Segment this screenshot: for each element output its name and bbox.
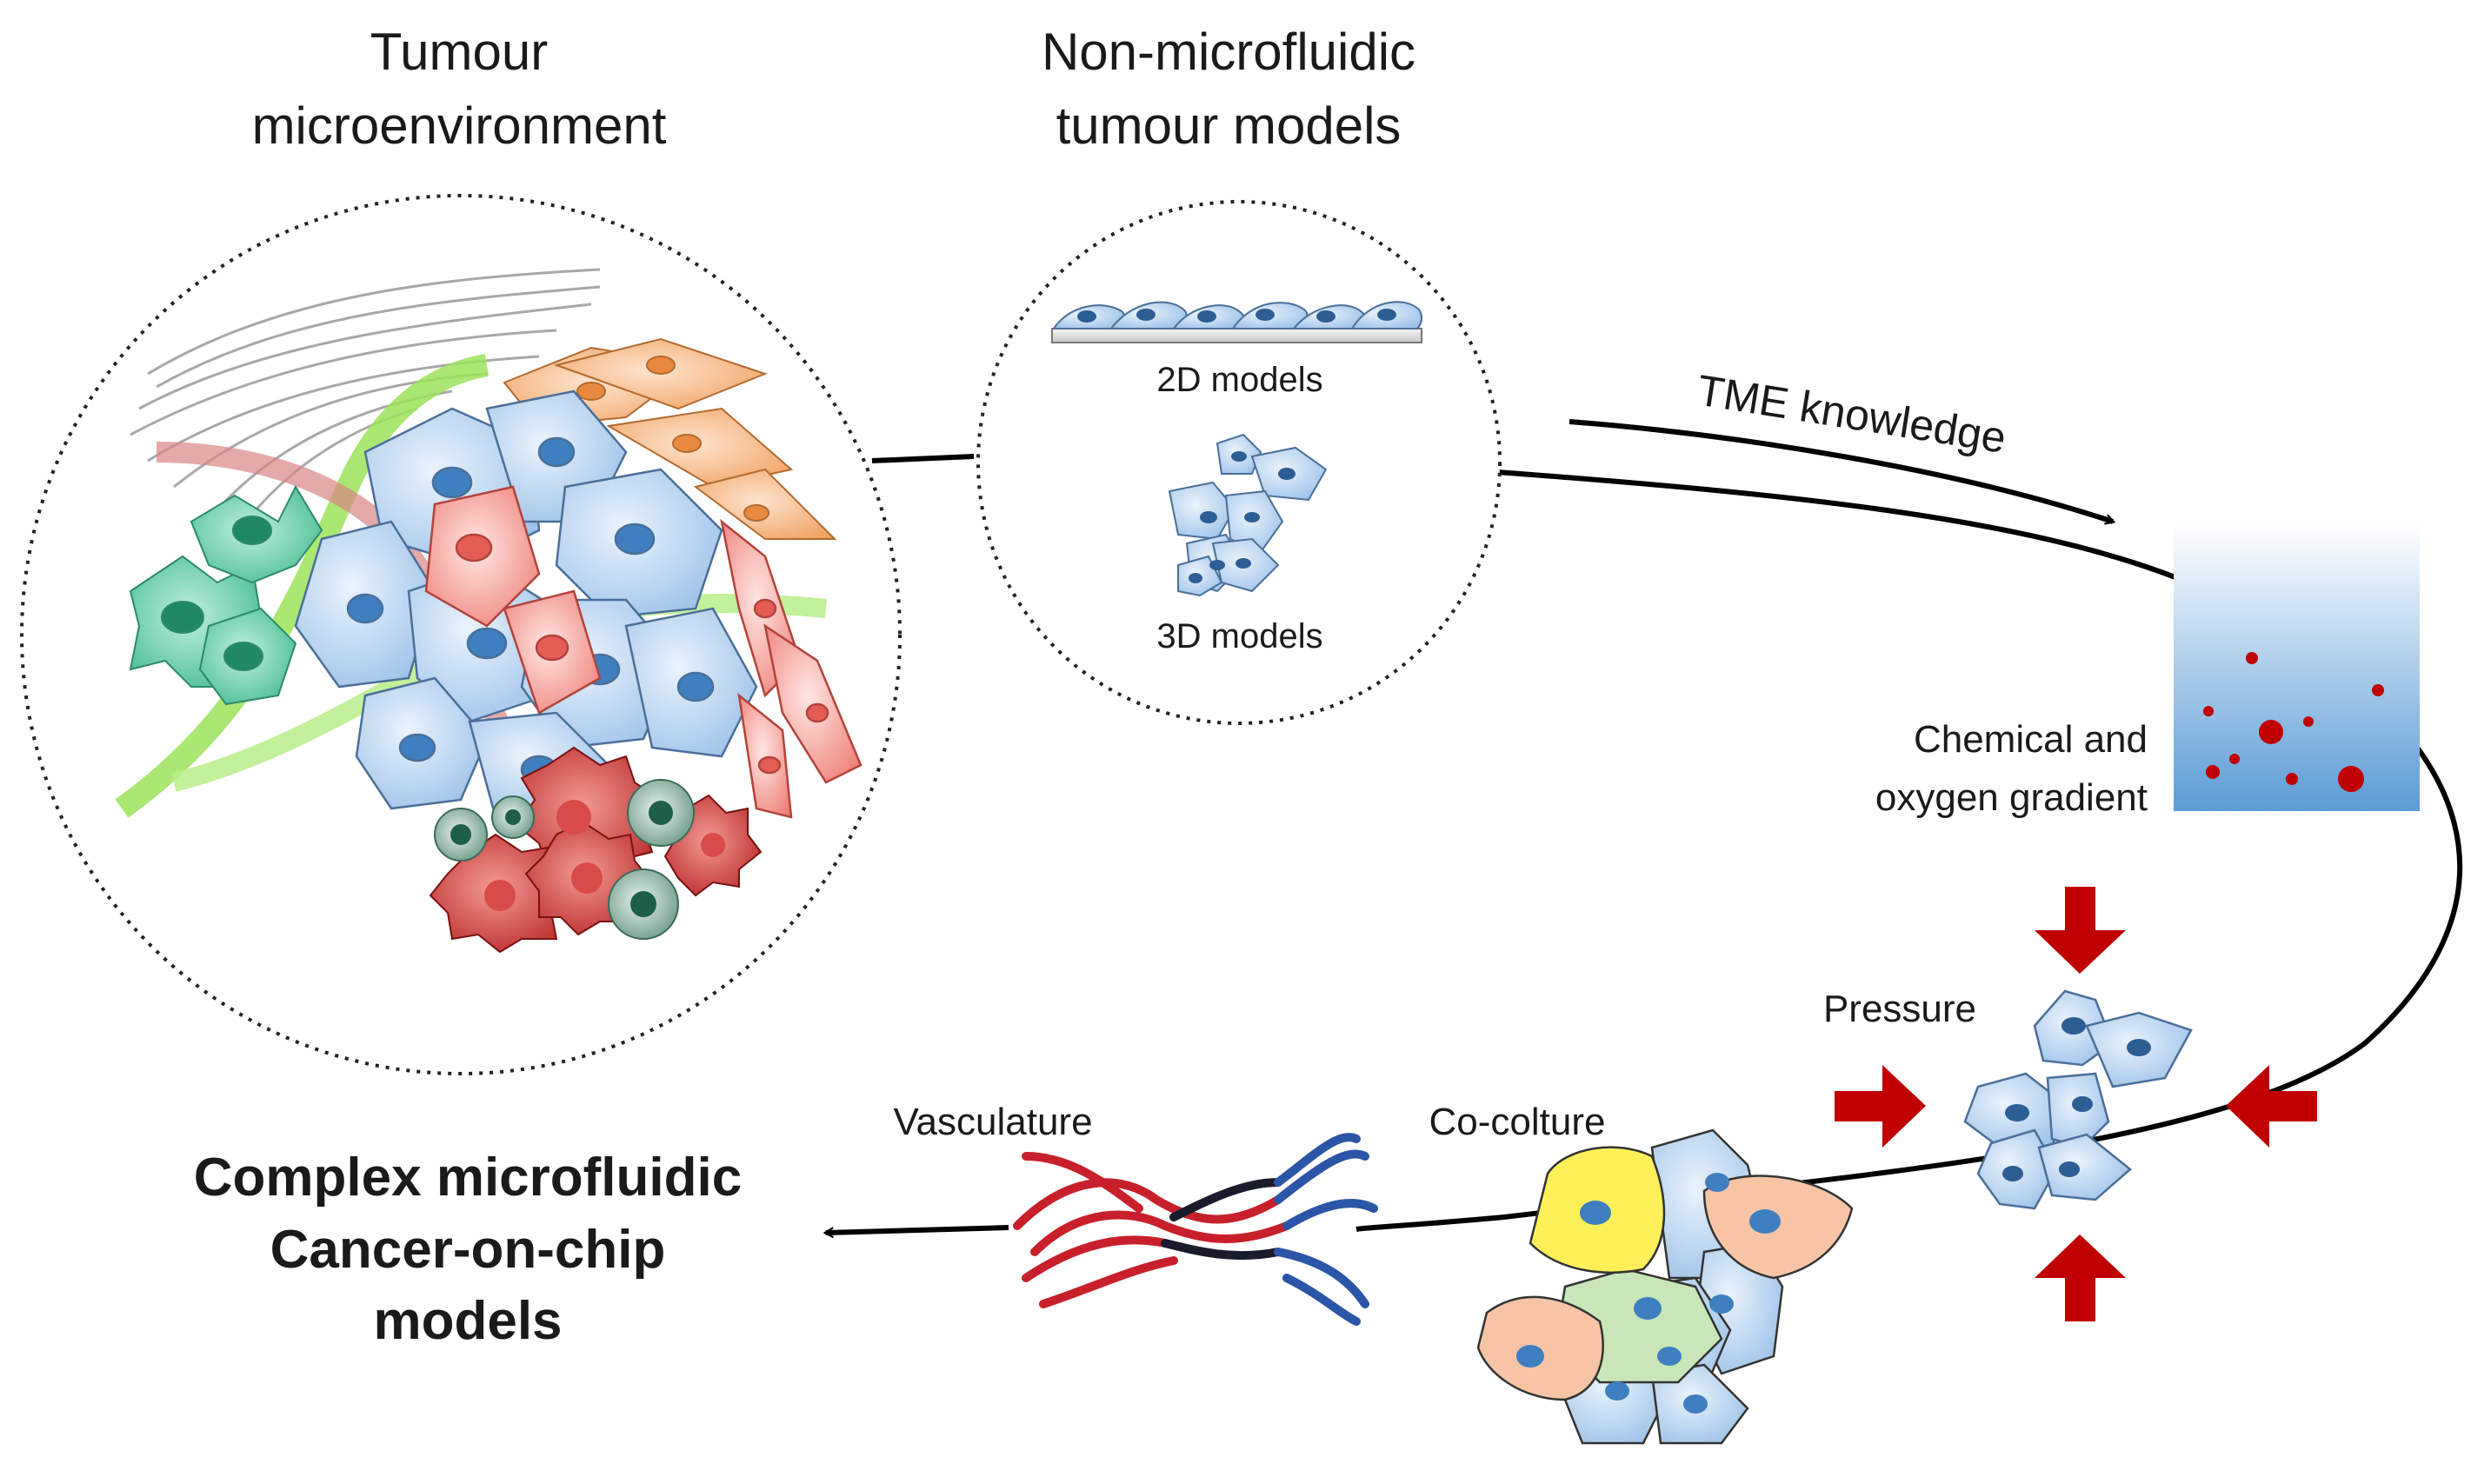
label-3d-models: 3D models — [1156, 617, 1322, 655]
tme-title-line2: microenvironment — [252, 96, 667, 155]
substrate-2d — [1051, 328, 1422, 343]
tme-illustration — [20, 194, 902, 1075]
connector-line-tme-to-models — [871, 454, 975, 463]
immune-cells — [429, 746, 763, 954]
cancer-cells — [424, 485, 863, 819]
label-gradient-line1: Chemical and — [1914, 718, 2148, 761]
nonmicro-title-line2: tumour models — [1056, 96, 1402, 155]
gradient-box — [2174, 524, 2420, 811]
green-stromal-cells — [129, 484, 323, 706]
pressure-cluster — [1835, 887, 2317, 1321]
label-vasculature: Vasculature — [893, 1101, 1092, 1143]
label-tme-knowledge: TME knowledge — [1694, 366, 2009, 463]
fibroblast-cells — [503, 337, 837, 540]
nuclei-2d — [1077, 309, 1396, 323]
nonmicro-title-line1: Non-microfluidic — [1042, 23, 1415, 81]
vessel-to-final-line — [823, 1225, 1009, 1239]
pressure-arrows — [1835, 887, 2317, 1321]
cells-3d — [1168, 433, 1328, 597]
label-2d-models: 2D models — [1156, 361, 1322, 399]
label-coculture: Co-colture — [1429, 1101, 1606, 1143]
tme-title-line1: Tumour — [370, 23, 549, 81]
final-title-line2: Cancer-on-chip — [270, 1220, 666, 1280]
label-pressure: Pressure — [1823, 988, 1976, 1030]
nuclei-3d — [1189, 451, 1295, 583]
final-title-line3: models — [373, 1291, 562, 1351]
cells-2d — [1052, 301, 1423, 329]
label-gradient-line2: oxygen gradient — [1875, 776, 2148, 819]
vasculature-illustration — [1013, 1133, 1378, 1326]
non-microfluidic-models-illustration — [976, 200, 1502, 725]
final-title-line1: Complex microfluidic — [194, 1148, 742, 1208]
coculture-cluster — [1476, 1128, 1854, 1445]
tumour-epithelial-cells — [294, 389, 758, 819]
green-vessel-1 — [115, 354, 490, 818]
tme-knowledge-arrow — [1569, 419, 2116, 525]
